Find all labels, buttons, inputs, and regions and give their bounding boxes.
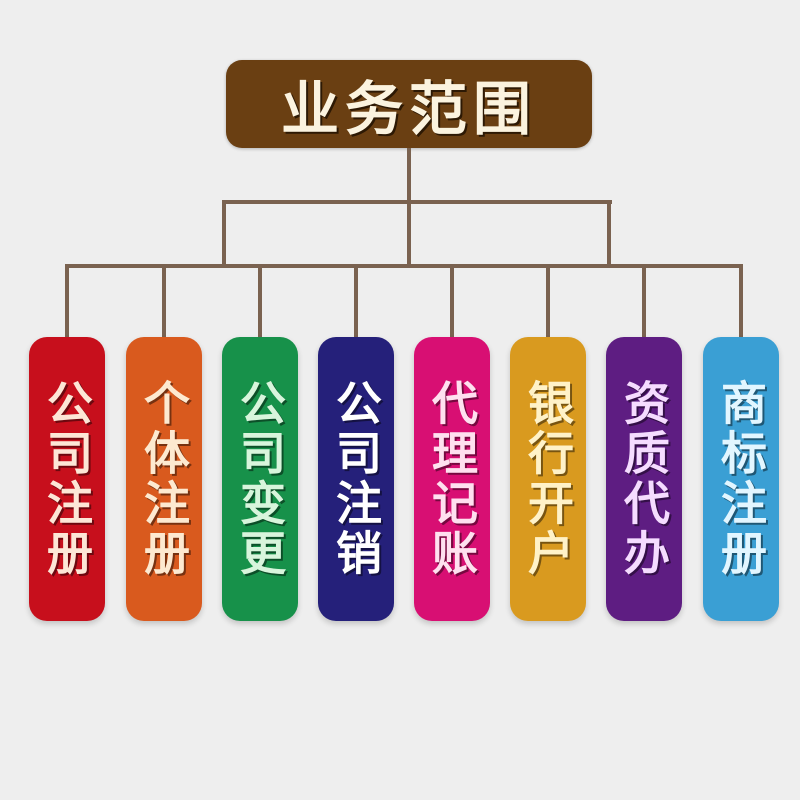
root-title: 业务范围 <box>280 75 537 143</box>
drop-line-8 <box>739 264 743 338</box>
drop-line-7 <box>642 264 646 338</box>
lower-bar-horizontal <box>65 264 743 268</box>
drop-line-6 <box>546 264 550 338</box>
service-label: 商标注册 <box>714 379 768 579</box>
service-company-change: 公司变更 <box>222 337 298 621</box>
upper-bracket-right <box>607 200 611 268</box>
service-label: 公司变更 <box>233 379 287 579</box>
drop-line-1 <box>65 264 69 338</box>
drop-line-3 <box>258 264 262 338</box>
upper-bracket-left <box>222 200 226 268</box>
service-company-registration: 公司注册 <box>29 337 105 621</box>
service-label: 公司注销 <box>329 379 383 579</box>
root-node: 业务范围 <box>226 60 592 148</box>
drop-line-4 <box>354 264 358 338</box>
service-label: 代理记账 <box>425 379 479 579</box>
trunk-line <box>407 148 411 268</box>
service-label: 资质代办 <box>617 379 671 579</box>
service-label: 银行开户 <box>521 379 575 579</box>
service-company-deregistration: 公司注销 <box>318 337 394 621</box>
drop-line-2 <box>162 264 166 338</box>
service-trademark-registration: 商标注册 <box>703 337 779 621</box>
service-bookkeeping: 代理记账 <box>414 337 490 621</box>
service-bank-account: 银行开户 <box>510 337 586 621</box>
service-individual-registration: 个体注册 <box>126 337 202 621</box>
service-label: 公司注册 <box>40 379 94 579</box>
service-qualification-agency: 资质代办 <box>606 337 682 621</box>
upper-bracket-horizontal <box>222 200 612 204</box>
service-label: 个体注册 <box>137 379 191 579</box>
drop-line-5 <box>450 264 454 338</box>
